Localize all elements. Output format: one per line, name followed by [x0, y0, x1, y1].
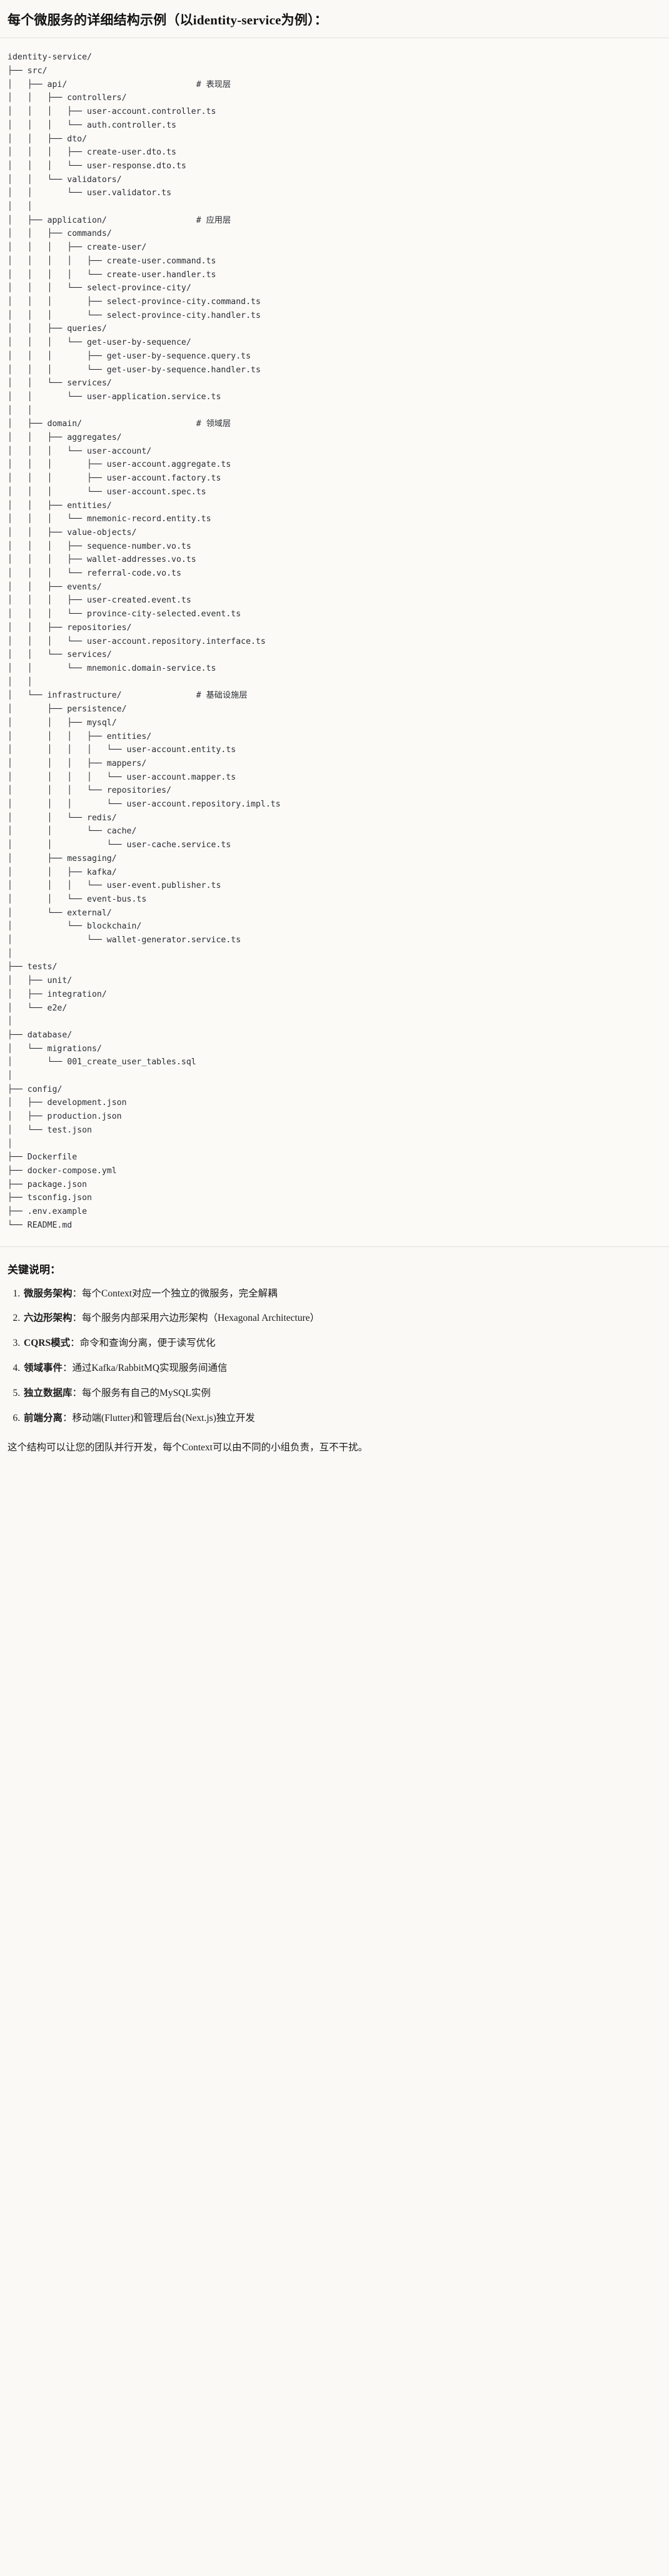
list-item: 领域事件：通过Kafka/RabbitMQ实现服务间通信 [23, 1361, 661, 1377]
directory-tree: identity-service/ ├── src/ │ ├── api/ # … [8, 53, 281, 1230]
list-item: 六边形架构：每个服务内部采用六边形架构（Hexagonal Architectu… [23, 1311, 661, 1326]
key-point-separator: ： [72, 1313, 83, 1324]
key-point-description: 通过Kafka/RabbitMQ实现服务间通信 [72, 1362, 228, 1373]
key-point-term: 独立数据库 [24, 1387, 73, 1398]
closing-paragraph: 这个结构可以让您的团队并行开发，每个Context可以由不同的小组负责，互不干扰… [8, 1442, 368, 1453]
page-root: 每个微服务的详细结构示例（以identity-service为例）： ident… [0, 0, 669, 1471]
key-point-description: 命令和查询分离，便于读写优化 [79, 1338, 216, 1349]
key-point-separator: ： [63, 1362, 73, 1373]
directory-tree-block: identity-service/ ├── src/ │ ├── api/ # … [0, 38, 669, 1246]
list-item: CQRS模式：命令和查询分离，便于读写优化 [23, 1336, 661, 1352]
key-point-separator: ： [70, 1338, 80, 1349]
key-point-term: 六边形架构 [24, 1313, 73, 1324]
list-item: 独立数据库：每个服务有自己的MySQL实例 [23, 1386, 661, 1402]
key-point-separator: ： [72, 1288, 83, 1299]
key-point-description: 每个Context对应一个独立的微服务，完全解耦 [82, 1288, 278, 1299]
key-points-section: 关键说明： 微服务架构：每个Context对应一个独立的微服务，完全解耦 六边形… [0, 1246, 669, 1471]
key-points-heading: 关键说明： [8, 1263, 61, 1276]
key-points-list: 微服务架构：每个Context对应一个独立的微服务，完全解耦 六边形架构：每个服… [8, 1286, 661, 1427]
key-point-description: 移动端(Flutter)和管理后台(Next.js)独立开发 [72, 1412, 255, 1423]
divider-bottom [0, 1246, 669, 1247]
key-point-term: 微服务架构 [24, 1288, 73, 1299]
key-point-separator: ： [63, 1412, 73, 1423]
key-point-term: 领域事件 [24, 1362, 63, 1373]
key-point-separator: ： [72, 1387, 83, 1398]
key-point-term: 前端分离 [24, 1412, 63, 1423]
key-point-term: CQRS模式 [24, 1338, 71, 1349]
key-point-description: 每个服务内部采用六边形架构（Hexagonal Architecture） [82, 1313, 320, 1324]
page-title: 每个微服务的详细结构示例（以identity-service为例）： [8, 13, 328, 28]
list-item: 前端分离：移动端(Flutter)和管理后台(Next.js)独立开发 [23, 1411, 661, 1427]
list-item: 微服务架构：每个Context对应一个独立的微服务，完全解耦 [23, 1286, 661, 1302]
key-point-description: 每个服务有自己的MySQL实例 [82, 1387, 211, 1398]
